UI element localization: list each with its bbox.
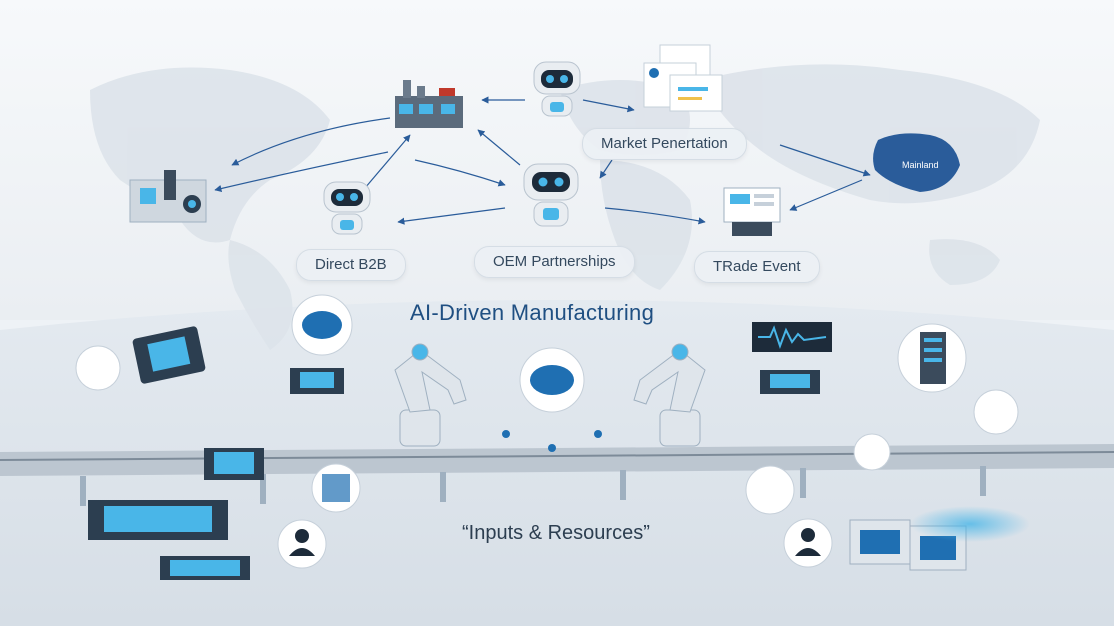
decorative-nodes <box>75 345 1019 515</box>
highlighted-region <box>873 133 960 192</box>
robot-icon <box>533 61 581 117</box>
robotic-arm-icon <box>394 343 706 447</box>
oem-partnerships-label: OEM Partnerships <box>474 246 635 278</box>
diagram-subtitle: “Inputs & Resources” <box>462 522 650 544</box>
server-rack-icon <box>897 323 967 393</box>
diagram-title: AI-Driven Manufacturing <box>410 300 655 325</box>
trade-event-label: TRade Event <box>694 251 820 283</box>
person-icon <box>277 518 833 569</box>
market-penetration-label: Market Penertation <box>582 128 747 160</box>
industrial-machine-icon <box>129 170 207 223</box>
waveform-monitor-icon <box>752 322 832 352</box>
connection-arrows <box>214 96 871 225</box>
brain-icon <box>291 294 585 413</box>
ai-machine-units <box>849 506 1030 571</box>
robot-icon <box>323 181 371 235</box>
ai-chip-icon <box>88 326 820 580</box>
factory-icon <box>395 80 463 128</box>
conveyor-belt-icon <box>0 444 1114 506</box>
map-region-label: Mainland <box>902 160 939 170</box>
robot-icon <box>523 163 579 227</box>
document-stack-icon <box>643 44 723 112</box>
storefront-kiosk-icon <box>723 187 781 236</box>
direct-b2b-label: Direct B2B <box>296 249 406 281</box>
